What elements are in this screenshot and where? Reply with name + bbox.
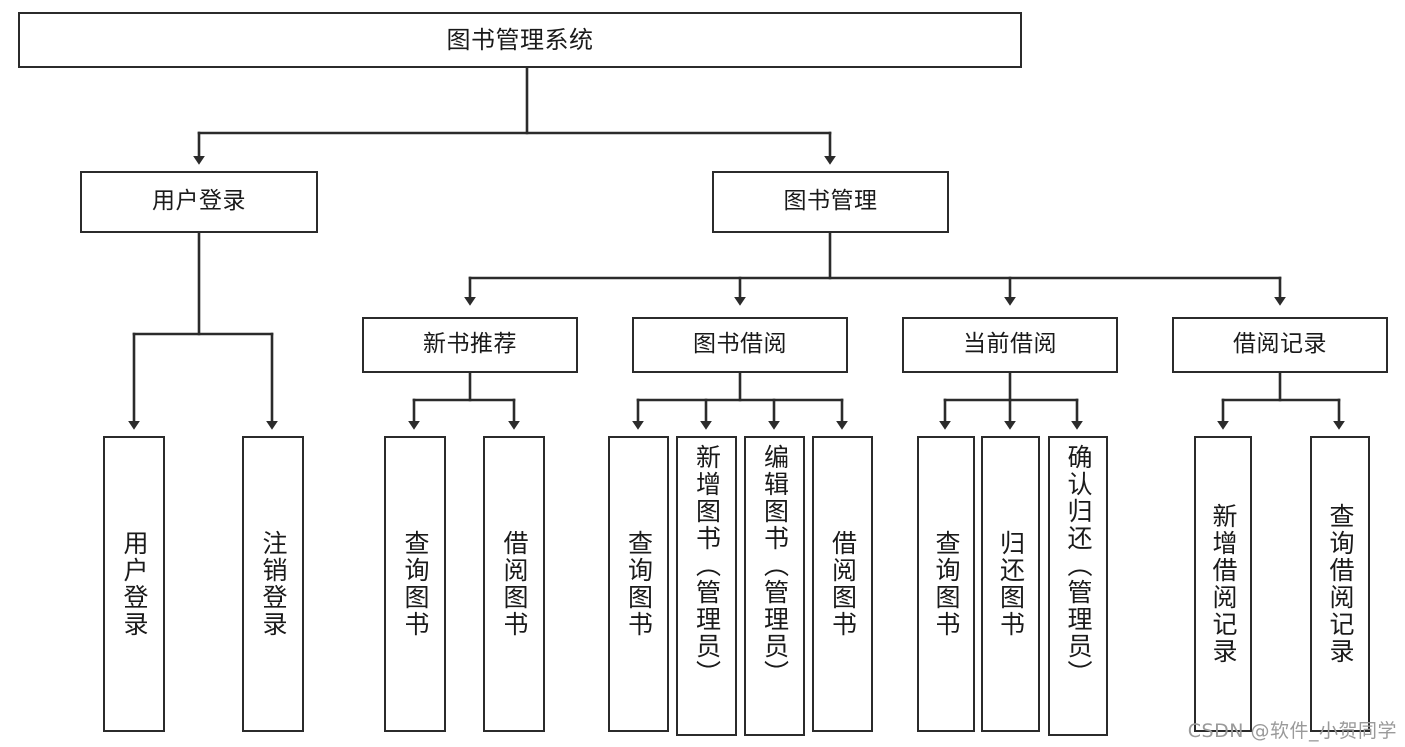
node-label: 借阅图书 bbox=[828, 530, 858, 638]
node-label: 确认归还（管理员） bbox=[1064, 444, 1093, 687]
node-leaf-add-book[interactable]: 新增图书（管理员） bbox=[676, 436, 737, 736]
node-current-borrow[interactable]: 当前借阅 bbox=[902, 317, 1118, 373]
node-label: 归还图书 bbox=[996, 530, 1026, 638]
node-root-system[interactable]: 图书管理系统 bbox=[18, 12, 1022, 68]
node-new-book-recommend[interactable]: 新书推荐 bbox=[362, 317, 578, 373]
node-label: 借阅图书 bbox=[500, 530, 529, 638]
node-leaf-confirm-return[interactable]: 确认归还（管理员） bbox=[1048, 436, 1108, 736]
node-leaf-add-record[interactable]: 新增借阅记录 bbox=[1194, 436, 1252, 732]
node-label: 查询图书 bbox=[932, 530, 961, 638]
node-label: 新增图书（管理员） bbox=[692, 444, 722, 687]
node-label: 查询借阅记录 bbox=[1326, 503, 1355, 665]
node-label: 当前借阅 bbox=[963, 331, 1057, 358]
node-label: 新书推荐 bbox=[423, 331, 517, 358]
node-leaf-user-logout[interactable]: 注销登录 bbox=[242, 436, 304, 732]
node-label: 查询图书 bbox=[624, 530, 654, 638]
node-label: 用户登录 bbox=[120, 530, 149, 638]
node-book-manage[interactable]: 图书管理 bbox=[712, 171, 949, 233]
node-label: 图书管理系统 bbox=[446, 25, 594, 54]
node-label: 新增借阅记录 bbox=[1209, 503, 1238, 665]
node-label: 图书管理 bbox=[783, 188, 878, 215]
node-leaf-query-book-1[interactable]: 查询图书 bbox=[384, 436, 446, 732]
node-label: 查询图书 bbox=[401, 530, 430, 638]
node-label: 借阅记录 bbox=[1233, 331, 1327, 358]
node-leaf-borrow-book-1[interactable]: 借阅图书 bbox=[483, 436, 545, 732]
node-label: 图书借阅 bbox=[693, 331, 787, 358]
node-user-login[interactable]: 用户登录 bbox=[80, 171, 318, 233]
node-borrow-record[interactable]: 借阅记录 bbox=[1172, 317, 1388, 373]
node-leaf-query-book-3[interactable]: 查询图书 bbox=[917, 436, 975, 732]
node-leaf-query-book-2[interactable]: 查询图书 bbox=[608, 436, 669, 732]
node-leaf-query-record[interactable]: 查询借阅记录 bbox=[1310, 436, 1370, 732]
node-label: 编辑图书（管理员） bbox=[760, 444, 790, 687]
node-book-borrow[interactable]: 图书借阅 bbox=[632, 317, 848, 373]
node-leaf-edit-book[interactable]: 编辑图书（管理员） bbox=[744, 436, 805, 736]
node-label: 用户登录 bbox=[152, 188, 246, 215]
node-label: 注销登录 bbox=[259, 530, 288, 638]
csdn-watermark: CSDN @软件_小贺同学 bbox=[1187, 720, 1397, 742]
node-leaf-borrow-book-2[interactable]: 借阅图书 bbox=[812, 436, 873, 732]
node-leaf-user-login[interactable]: 用户登录 bbox=[103, 436, 165, 732]
node-leaf-return-book[interactable]: 归还图书 bbox=[981, 436, 1040, 732]
